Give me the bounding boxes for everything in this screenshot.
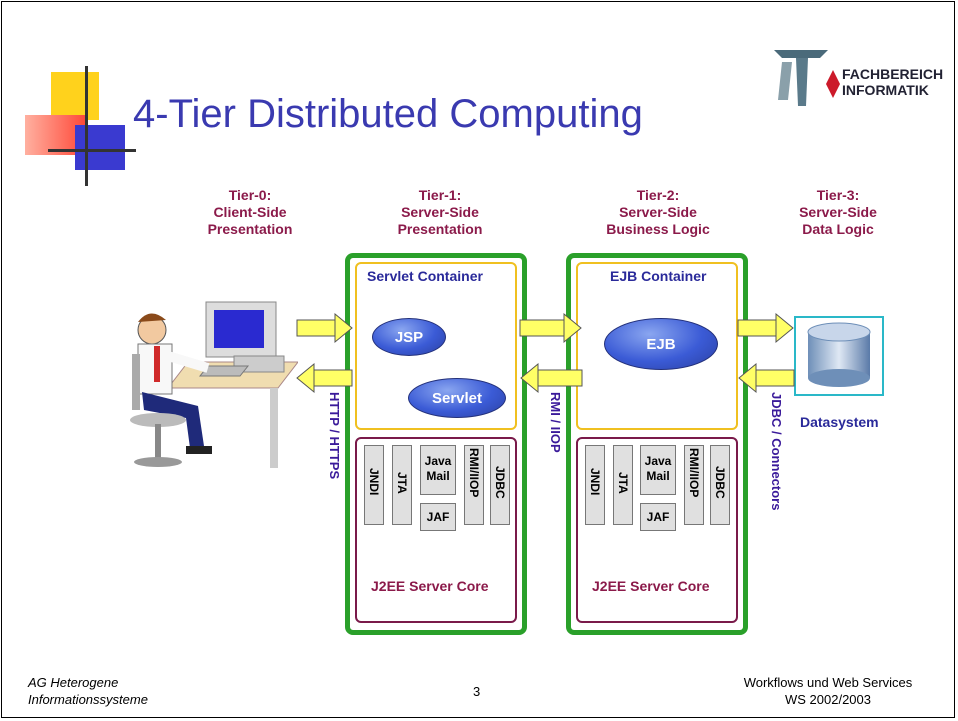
decor-blue-square bbox=[75, 125, 125, 170]
javamail-line-2: Mail bbox=[426, 469, 450, 483]
jta-api-label: JTA bbox=[395, 472, 409, 494]
jdbc-api-box-2 bbox=[710, 445, 730, 525]
jndi-api-label: JNDI bbox=[367, 468, 381, 496]
jndi-api-box bbox=[364, 445, 384, 525]
footer-right-line-2: WS 2002/2003 bbox=[784, 692, 871, 707]
javamail-line-2-2: Mail bbox=[646, 469, 670, 483]
logo-text-1: FACHBEREICH bbox=[842, 66, 944, 82]
arrow-tier2-to-tier1 bbox=[520, 362, 583, 394]
footer-left-line-1: AG Heterogene bbox=[28, 675, 119, 690]
servlet-component: Servlet bbox=[408, 378, 506, 418]
tier-0-label: Tier-0: Client-Side Presentation bbox=[170, 187, 330, 238]
tier-1-line-2: Server-Side bbox=[401, 204, 479, 220]
tier-2-label: Tier-2: Server-Side Business Logic bbox=[578, 187, 738, 238]
arrow-client-to-tier1 bbox=[296, 312, 353, 344]
slide-title: 4-Tier Distributed Computing bbox=[133, 92, 643, 136]
tier-3-line-2: Server-Side bbox=[799, 204, 877, 220]
http-protocol-label: HTTP / HTTPS bbox=[327, 392, 342, 480]
jaf-api-label: JAF bbox=[426, 510, 450, 524]
rmi-iiop-api-label-2: RMI/IIOP bbox=[687, 448, 701, 498]
ejb-container-label: EJB Container bbox=[610, 268, 707, 284]
tier-0-line-2: Client-Side bbox=[213, 204, 287, 220]
rmi-iiop-api-label: RMI/IIOP bbox=[467, 448, 481, 498]
footer-left-line-2: Informationssysteme bbox=[28, 692, 148, 707]
jndi-api-box-2 bbox=[585, 445, 605, 525]
tier-2-server-box bbox=[566, 253, 748, 635]
tier-1-server-box bbox=[345, 253, 527, 635]
tier-1-line-3: Presentation bbox=[397, 221, 483, 237]
ejb-component: EJB bbox=[604, 318, 718, 370]
client-user-illustration bbox=[130, 301, 298, 468]
javamail-api-box bbox=[420, 445, 456, 495]
arrow-tier1-to-tier2 bbox=[519, 312, 582, 344]
javamail-line-1-2: Java bbox=[644, 454, 672, 468]
decor-yellow-square bbox=[51, 72, 99, 120]
datasystem-label: Datasystem bbox=[800, 414, 879, 430]
arrow-tier1-to-client bbox=[296, 362, 353, 394]
rmi-iiop-api-box bbox=[464, 445, 484, 525]
rmi-protocol-label: RMI / IIOP bbox=[548, 392, 563, 453]
logo-icon bbox=[774, 50, 828, 106]
jndi-api-label-2: JNDI bbox=[588, 468, 602, 496]
jdbc-api-label: JDBC bbox=[493, 466, 507, 499]
tier-3-line-1: Tier-3: bbox=[816, 187, 860, 203]
jdbc-api-box bbox=[490, 445, 510, 525]
tier-2-line-3: Business Logic bbox=[606, 221, 710, 237]
jta-api-box-2 bbox=[613, 445, 633, 525]
jta-api-label-2: JTA bbox=[616, 472, 630, 494]
jdbc-api-label-2: JDBC bbox=[713, 466, 727, 499]
tier-2-line-1: Tier-2: bbox=[636, 187, 680, 203]
logo-text-2: INFORMATIK bbox=[842, 82, 929, 98]
tier-3-label: Tier-3: Server-Side Data Logic bbox=[758, 187, 918, 238]
arrow-data-to-tier2 bbox=[738, 362, 795, 394]
database-icon bbox=[807, 322, 871, 387]
jsp-component: JSP bbox=[372, 318, 446, 356]
tier-0-line-1: Tier-0: bbox=[228, 187, 272, 203]
logo: FACHBEREICH INFORMATIK bbox=[768, 42, 948, 112]
javamail-api-label-2: Java Mail bbox=[640, 454, 676, 484]
jaf-api-box bbox=[420, 503, 456, 531]
tier-2-core-label: J2EE Server Core bbox=[592, 578, 710, 594]
tier-2-line-2: Server-Side bbox=[619, 204, 697, 220]
decor-vertical-line bbox=[85, 66, 88, 186]
javamail-api-box-2 bbox=[640, 445, 676, 495]
jaf-api-label-2: JAF bbox=[646, 510, 670, 524]
tier-1-core-label: J2EE Server Core bbox=[371, 578, 489, 594]
tier-0-line-3: Presentation bbox=[207, 221, 293, 237]
decor-horizontal-line bbox=[48, 149, 136, 152]
page-number: 3 bbox=[473, 684, 481, 699]
rmi-iiop-api-box-2 bbox=[684, 445, 704, 525]
tier-3-line-3: Data Logic bbox=[802, 221, 874, 237]
tier-1-label: Tier-1: Server-Side Presentation bbox=[360, 187, 520, 238]
javamail-line-1: Java bbox=[424, 454, 452, 468]
jta-api-box bbox=[392, 445, 412, 525]
jdbc-protocol-label: JDBC / Connectors bbox=[769, 392, 784, 511]
servlet-container-label: Servlet Container bbox=[367, 268, 483, 284]
jaf-api-box-2 bbox=[640, 503, 676, 531]
footer-left: AG Heterogene Informationssysteme bbox=[28, 674, 148, 708]
footer-right: Workflows und Web Services WS 2002/2003 bbox=[718, 674, 938, 708]
logo-diamond-icon bbox=[826, 70, 840, 98]
footer-right-line-1: Workflows und Web Services bbox=[743, 675, 913, 690]
arrow-tier2-to-data bbox=[737, 312, 794, 344]
javamail-api-label: Java Mail bbox=[420, 454, 456, 484]
tier-1-line-1: Tier-1: bbox=[418, 187, 462, 203]
